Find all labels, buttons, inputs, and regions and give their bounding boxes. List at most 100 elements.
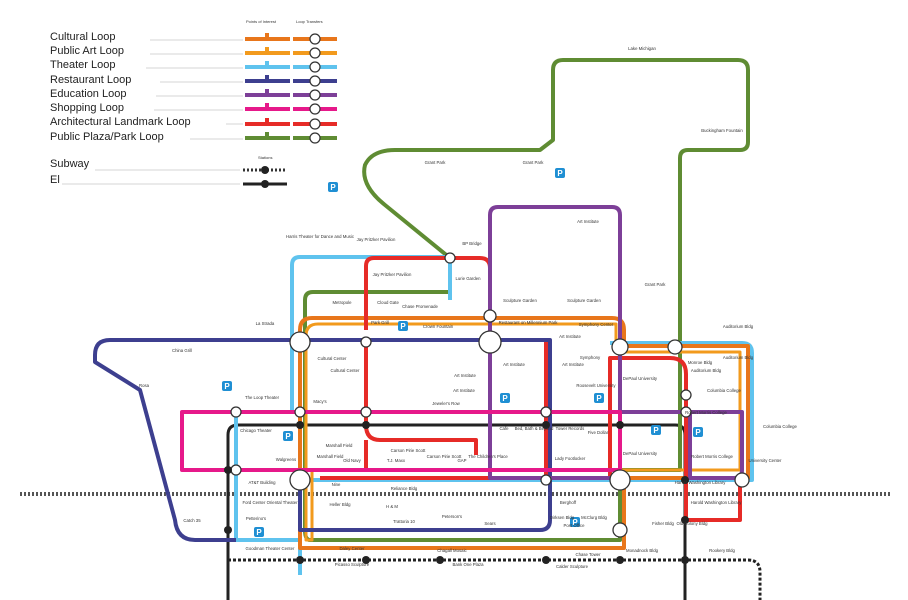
svg-text:P: P [557, 169, 563, 178]
label-cultural-center-1: Cultural Center [318, 356, 347, 361]
label-harold-washington: Harold Washington Library [675, 480, 727, 485]
el-station [681, 476, 689, 484]
label-old-colony: Old Colony Bldg [676, 521, 708, 526]
label-bp-bridge: BP Bridge [462, 241, 482, 246]
legend-leaders [62, 39, 243, 185]
label-picasso: Picasso Sculpture [335, 562, 370, 567]
el-station [542, 556, 550, 564]
label-art-institute-5: Art Institute [562, 362, 584, 367]
label-dirksen: Dirksen Bldg [550, 515, 575, 520]
transfer-station [680, 406, 692, 418]
transfer-station [360, 336, 372, 348]
label-chicago-theater: Chicago Theater [240, 428, 272, 433]
label-buckingham: Buckingham Fountain [701, 128, 743, 133]
label-tj-maxx: T.J. Maxx [387, 458, 406, 463]
label-sculpture-garden-1: Sculpture Garden [503, 298, 537, 303]
legend-public-art-loop: Public Art Loop [50, 45, 124, 57]
parking-icon: P [328, 182, 338, 192]
label-walgreens: Walgreens [276, 457, 296, 462]
el-station [362, 556, 370, 564]
transfer-station [680, 389, 692, 401]
el-station [542, 421, 550, 429]
label-delfield-2: DePaul University [623, 451, 658, 456]
transfer-station [483, 309, 497, 323]
label-petersons: Peterson's [442, 514, 462, 519]
legend-theater-loop: Theater Loop [50, 59, 116, 71]
label-columbia-2: Columbia College [763, 424, 798, 429]
label-cloud-gate: Cloud Gate [377, 300, 399, 305]
label-harris-theater: Harris Theater for Dance and Music [286, 234, 355, 239]
transfer-station [444, 252, 456, 264]
label-park-grill: Park Grill [371, 320, 389, 325]
label-crown-fountain: Crown Fountain [423, 324, 454, 329]
label-reliance: Reliance Bldg [391, 486, 418, 491]
parking-icons: P P P P P P P P P P P [222, 168, 703, 537]
label-loop-theater: The Loop Theater [245, 395, 280, 400]
parking-icon: P [651, 425, 661, 435]
transfer-station [289, 331, 311, 353]
label-columbia-1: Columbia College [707, 388, 742, 393]
restaurant-loop [93, 338, 552, 542]
svg-text:P: P [400, 322, 406, 331]
label-jones: H & M [386, 504, 398, 509]
legend-col-stations: Stations [258, 155, 273, 160]
el-line [226, 423, 687, 600]
label-robert-morris-2: Robert Morris College [691, 454, 733, 459]
transfer-station [289, 469, 311, 491]
theater-loop-east [300, 341, 754, 482]
shopping-loop [180, 410, 622, 472]
el-station [681, 556, 689, 564]
transfer-station [294, 406, 306, 418]
label-five-dollar: Five Dollar [588, 430, 609, 435]
transfer-stations [230, 252, 750, 538]
legend-el: El [50, 174, 60, 186]
label-grant-park-1: Grant Park [425, 160, 447, 165]
label-sculpture-garden-2: Sculpture Garden [567, 298, 601, 303]
label-auditorium-1: Auditorium Bldg [723, 324, 754, 329]
label-grant-park-3: Grant Park [645, 282, 667, 287]
label-china-grill: China Grill [172, 348, 192, 353]
label-petterinos: Petterino's [246, 516, 266, 521]
label-art-institute-6: Art Institute [453, 388, 475, 393]
label-auditorium-3: Auditorium Bldg [691, 368, 722, 373]
transfer-station [540, 474, 552, 486]
transfer-station [611, 338, 629, 356]
label-la-strada: La Strada [256, 321, 275, 326]
parking-icon: P [283, 431, 293, 441]
label-bed-bath: Bed, Bath & Beyond [515, 426, 554, 431]
label-chagall: Chagall Mosaic [437, 548, 467, 553]
label-metropole: Metropole [332, 300, 352, 305]
parking-icon: P [500, 393, 510, 403]
legend-architectural-loop: Architectural Landmark Loop [50, 116, 191, 128]
label-nine: Nine [332, 482, 341, 487]
legend-cultural-loop: Cultural Loop [50, 31, 116, 43]
svg-text:P: P [330, 183, 336, 192]
parking-icon: P [594, 393, 604, 403]
transfer-station [230, 406, 242, 418]
label-symphony: Symphony [580, 355, 601, 360]
legend-transfer-circles [309, 33, 321, 144]
label-art-institute-4: Art Institute [503, 362, 525, 367]
label-goodman: Goodman Theater Center [246, 546, 295, 551]
label-jay-pritzker-1: Jay Pritzker Pavilion [357, 237, 396, 242]
el-station [616, 556, 624, 564]
label-linda: Lady Footlocker [555, 456, 586, 461]
label-chase-promenade: Chase Promenade [402, 304, 438, 309]
label-cultural-center-2: Cultural Center [331, 368, 360, 373]
label-art-institute-3: Art Institute [454, 373, 476, 378]
label-fisher-bldg: Fisher Bldg [652, 521, 674, 526]
svg-text:P: P [572, 518, 578, 527]
label-shops: Sears [484, 521, 495, 526]
el-station [616, 421, 624, 429]
parking-icon: P [693, 427, 703, 437]
legend-education-loop: Education Loop [50, 88, 127, 100]
svg-text:P: P [596, 394, 602, 403]
parking-icon: P [222, 381, 232, 391]
parking-icon: P [398, 321, 408, 331]
label-jay-pritzker-2: Jay Pritzker Pavilion [373, 272, 412, 277]
station-labels: Lake Michigan Buckingham Fountain Grant … [139, 46, 798, 569]
label-roosevelt: Roosevelt University [576, 383, 616, 388]
legend-col-transfers: Loop Transfers [296, 19, 323, 24]
label-carson-pirie: Carson Pirie Scott [391, 448, 426, 453]
svg-text:P: P [653, 426, 659, 435]
